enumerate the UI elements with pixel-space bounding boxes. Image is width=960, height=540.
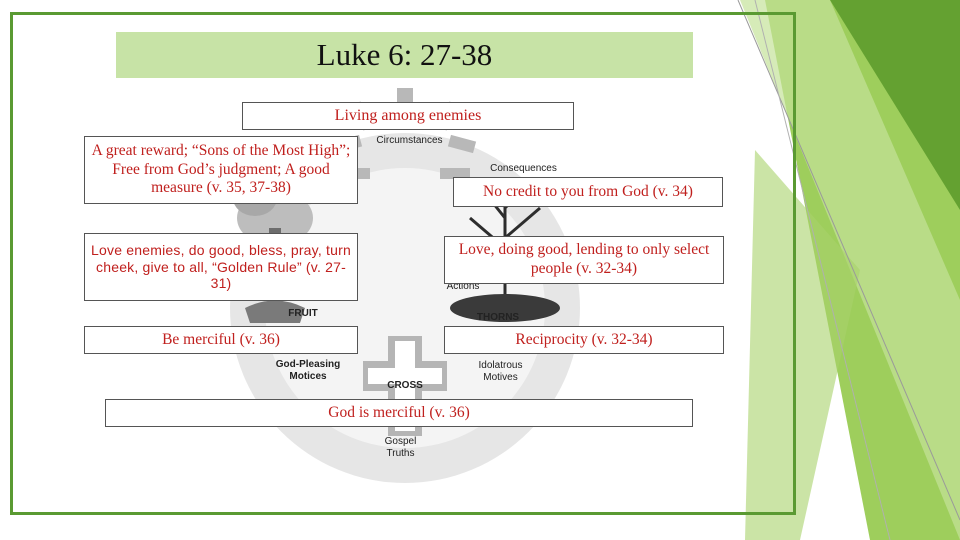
reciprocity-box: Reciprocity (v. 32-34) [444,326,724,354]
be-merciful-box: Be merciful (v. 36) [84,326,358,354]
no-credit-box: No credit to you from God (v. 34) [453,177,723,207]
slide-frame [10,12,796,515]
living-among-enemies-box: Living among enemies [242,102,574,130]
cross-label: CROSS [387,380,423,391]
gospel-label: Gospel Truths [384,436,417,459]
actions-label: Actions [446,281,480,292]
circumstances-label: Circumstances [376,135,443,146]
god-pleasing-label: God-Pleasing Motices [275,359,341,382]
love-select-box: Love, doing good, lending to only select… [444,236,724,284]
fruit-label: FRUIT [288,308,318,319]
green-triangle-dark [830,0,960,210]
green-triangle-mid [745,150,860,540]
thorns-label: THORNS [476,312,520,323]
god-is-merciful-box: God is merciful (v. 36) [105,399,693,427]
love-enemies-box: Love enemies, do good, bless, pray, turn… [84,233,358,301]
great-reward-box: A great reward; “Sons of the Most High”;… [84,136,358,204]
idolatrous-label: Idolatrous Motives [478,360,523,383]
consequences-label: Consequences [490,163,557,174]
thin-line-2 [754,0,891,540]
thin-line [737,0,960,521]
slide-title: Luke 6: 27-38 [116,32,693,78]
